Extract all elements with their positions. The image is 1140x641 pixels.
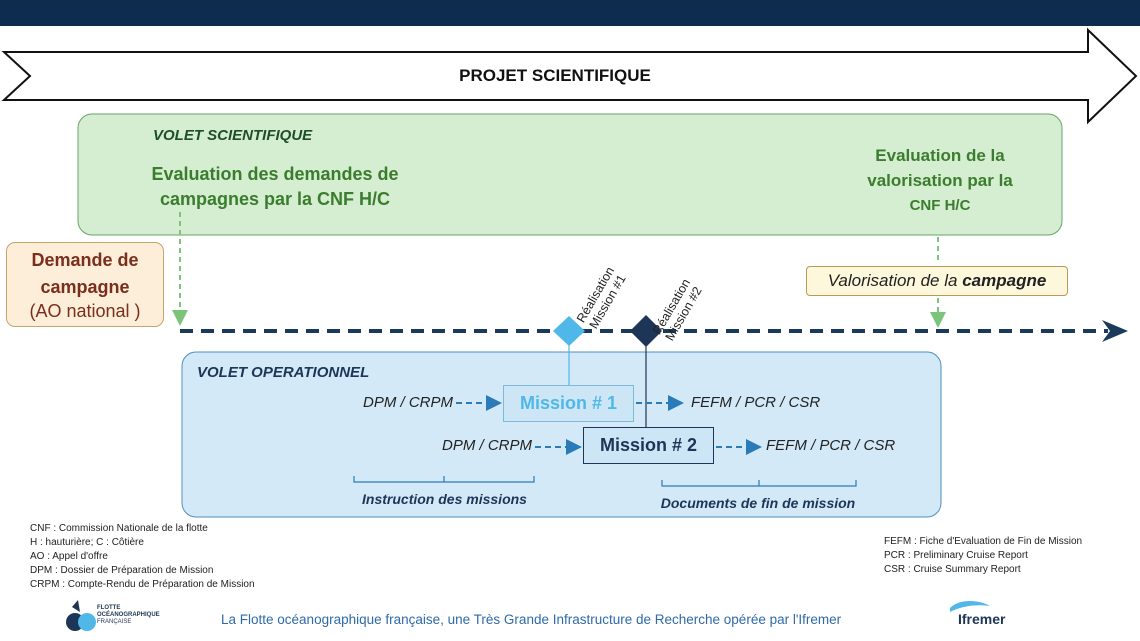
- prep-docs-mission1: DPM / CRPM: [363, 394, 453, 411]
- footer-text: La Flotte océanographique française, une…: [221, 612, 842, 627]
- legend-item: PCR : Preliminary Cruise Report: [884, 550, 1028, 561]
- campaign-request-line3: (AO national ): [29, 301, 141, 321]
- eval-valorisation-line2: valorisation par la: [867, 171, 1013, 190]
- mission1-label: Mission # 1: [519, 393, 618, 413]
- end-docs-label: Documents de fin de mission: [660, 495, 856, 511]
- legend-item: CRPM : Compte-Rendu de Préparation de Mi…: [30, 579, 255, 590]
- end-docs-mission2: FEFM / PCR / CSR: [766, 437, 896, 454]
- top-bar: [0, 0, 1140, 26]
- valorisation-text: Valorisation de la campagne: [806, 271, 1068, 291]
- campaign-request-box: [6, 242, 164, 327]
- eval-requests-text: Evaluation des demandes de campagnes par…: [135, 162, 415, 212]
- campaign-request-line1: Demande de: [31, 250, 139, 270]
- scientific-section-title: VOLET SCIENTIFIQUE: [153, 127, 313, 144]
- end-docs-bracket: [661, 480, 857, 487]
- legend-item: FEFM : Fiche d'Evaluation de Fin de Miss…: [884, 536, 1083, 547]
- flotte-logo-text3: FRANÇAISE: [97, 619, 132, 625]
- project-title: PROJET SCIENTIFIQUE: [459, 66, 651, 85]
- legend-left: CNF : Commission Nationale de la flotte …: [30, 522, 255, 592]
- eval-valorisation-line3: CNF H/C: [909, 197, 971, 214]
- operational-box: [181, 351, 942, 518]
- ifremer-logo-mark: [950, 601, 990, 612]
- eval-requests-line2: campagnes par la CNF H/C: [159, 189, 391, 209]
- campaign-request-line2: campagne: [40, 277, 130, 297]
- eval-valorisation-line1: Evaluation de la: [875, 146, 1005, 165]
- valorisation-text-part1: Valorisation de la: [827, 271, 963, 290]
- flotte-logo-text1: FLOTTE: [97, 605, 121, 611]
- ifremer-logo-text: Ifremer: [958, 611, 1006, 627]
- flotte-logo-mark: [66, 600, 96, 631]
- valorisation-text-part2: campagne: [962, 271, 1047, 290]
- legend-item: DPM : Dossier de Préparation de Mission: [30, 565, 214, 576]
- timeline-arrowhead: [1102, 320, 1128, 342]
- mission2-label: Mission # 2: [599, 435, 698, 455]
- operational-section-title: VOLET OPERATIONNEL: [197, 364, 370, 381]
- eval-requests-line1: Evaluation des demandes de: [151, 164, 399, 184]
- milestone1-diamond: [553, 316, 585, 346]
- prep-docs-mission2: DPM / CRPM: [442, 437, 532, 454]
- mission2-box: [583, 427, 714, 464]
- end-docs-mission1: FEFM / PCR / CSR: [691, 394, 821, 411]
- milestone2-diamond: [630, 315, 662, 347]
- instruction-bracket: [353, 476, 535, 483]
- legend-item: CSR : Cruise Summary Report: [884, 564, 1021, 575]
- valorisation-box: [806, 266, 1068, 296]
- instruction-label: Instruction des missions: [362, 491, 527, 507]
- mission1-box: [503, 385, 634, 422]
- flotte-logo-text2: OCÉANOGRAPHIQUE: [97, 612, 160, 618]
- legend-item: CNF : Commission Nationale de la flotte: [30, 523, 208, 534]
- eval-valorisation-text: Evaluation de la valorisation par la CNF…: [845, 143, 1035, 218]
- scientific-box: [77, 113, 1063, 236]
- legend-right: FEFM : Fiche d'Evaluation de Fin de Miss…: [884, 535, 1082, 577]
- legend-item: H : hauturière; C : Côtière: [30, 537, 144, 548]
- project-arrow: [1, 27, 1138, 125]
- legend-item: AO : Appel d'offre: [30, 551, 108, 562]
